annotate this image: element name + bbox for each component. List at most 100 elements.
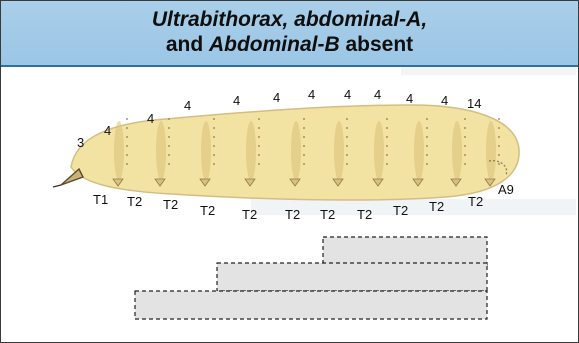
segment-band — [452, 121, 462, 181]
sensory-dot — [498, 127, 500, 129]
top-segment-label: 4 — [233, 93, 240, 108]
background-trace — [401, 67, 576, 75]
sensory-dot — [303, 127, 305, 129]
segment-band — [374, 121, 384, 181]
segment-band — [414, 121, 424, 181]
segment-band — [156, 121, 166, 181]
sensory-dot — [346, 127, 348, 129]
sensory-dot — [426, 163, 428, 165]
legend-box-top — [323, 237, 487, 265]
legend-box-bottom — [135, 291, 487, 319]
sensory-dot — [386, 154, 388, 156]
sensory-dot — [346, 154, 348, 156]
title-line-2-prefix: and — [166, 33, 209, 56]
sensory-dot — [168, 118, 170, 120]
sensory-dot — [126, 127, 128, 129]
bottom-segment-label: T1 — [93, 192, 108, 207]
sensory-dot — [464, 154, 466, 156]
sensory-dot — [346, 145, 348, 147]
sensory-dot — [346, 163, 348, 165]
segment-band — [334, 121, 344, 181]
sensory-dot — [258, 136, 260, 138]
sensory-dot — [303, 154, 305, 156]
sensory-dot — [168, 154, 170, 156]
bottom-segment-label: T2 — [393, 203, 408, 218]
sensory-dot — [426, 127, 428, 129]
title-line-1: Ultrabithorax, abdominal-A, — [1, 7, 578, 32]
head-skeleton — [61, 169, 83, 185]
segment-band — [486, 121, 496, 181]
sensory-dot — [126, 136, 128, 138]
sensory-dot — [498, 145, 500, 147]
segment-band — [291, 121, 301, 181]
sensory-dot — [168, 145, 170, 147]
sensory-dot — [126, 118, 128, 120]
bottom-segment-label: T2 — [242, 207, 257, 222]
sensory-dot — [386, 127, 388, 129]
sensory-dot — [213, 127, 215, 129]
sensory-dot — [213, 136, 215, 138]
sensory-dot — [464, 145, 466, 147]
bottom-segment-label: T2 — [357, 207, 372, 222]
sensory-dot — [126, 145, 128, 147]
sensory-dot — [303, 118, 305, 120]
top-segment-label: 4 — [441, 93, 448, 108]
sensory-dot — [426, 136, 428, 138]
sensory-dot — [426, 145, 428, 147]
bottom-segment-label: T2 — [429, 199, 444, 214]
title-line-2-suffix: absent — [340, 33, 414, 56]
sensory-dot — [346, 136, 348, 138]
segment-band — [246, 121, 256, 181]
top-segment-label: 4 — [147, 111, 154, 126]
sensory-dot — [498, 118, 500, 120]
sensory-dot — [464, 127, 466, 129]
sensory-dot — [386, 145, 388, 147]
legend-box-middle — [217, 263, 487, 291]
sensory-dot — [258, 127, 260, 129]
label-a9: A9 — [498, 182, 514, 197]
sensory-dot — [426, 118, 428, 120]
mouth-hook — [53, 185, 61, 187]
bottom-segment-label: T2 — [127, 194, 142, 209]
sensory-dot — [213, 118, 215, 120]
sensory-dot — [386, 136, 388, 138]
sensory-dot — [464, 118, 466, 120]
top-segment-label: 14 — [467, 96, 481, 111]
sensory-dot — [213, 163, 215, 165]
sensory-dot — [168, 163, 170, 165]
sensory-dot — [303, 145, 305, 147]
top-segment-label: 4 — [104, 123, 111, 138]
top-segment-label: 4 — [308, 87, 315, 102]
sensory-dot — [126, 163, 128, 165]
sensory-dot — [303, 163, 305, 165]
top-segment-label: 4 — [184, 98, 191, 113]
bottom-segment-label: T2 — [468, 194, 483, 209]
top-segment-label: 3 — [77, 135, 84, 150]
bottom-segment-label: T2 — [320, 207, 335, 222]
top-segment-label: 4 — [374, 87, 381, 102]
top-segment-label: 4 — [344, 87, 351, 102]
sensory-dot — [168, 136, 170, 138]
sensory-dot — [498, 136, 500, 138]
title-line-2: and Abdominal-B absent — [1, 32, 578, 57]
top-segment-label: 4 — [406, 91, 413, 106]
sensory-dot — [258, 145, 260, 147]
sensory-dot — [464, 163, 466, 165]
sensory-dot — [346, 118, 348, 120]
sensory-dot — [258, 154, 260, 156]
sensory-dot — [213, 145, 215, 147]
sensory-dot — [386, 163, 388, 165]
sensory-dot — [258, 163, 260, 165]
sensory-dot — [464, 136, 466, 138]
figure-title: Ultrabithorax, abdominal-A, and Abdomina… — [1, 7, 578, 57]
sensory-dot — [386, 118, 388, 120]
top-segment-label: 4 — [273, 90, 280, 105]
sensory-dot — [426, 154, 428, 156]
sensory-dot — [168, 127, 170, 129]
title-gene-abdominal-b: Abdominal-B — [209, 33, 340, 56]
bottom-segment-label: T2 — [163, 197, 178, 212]
sensory-dot — [213, 154, 215, 156]
sensory-dot — [303, 136, 305, 138]
